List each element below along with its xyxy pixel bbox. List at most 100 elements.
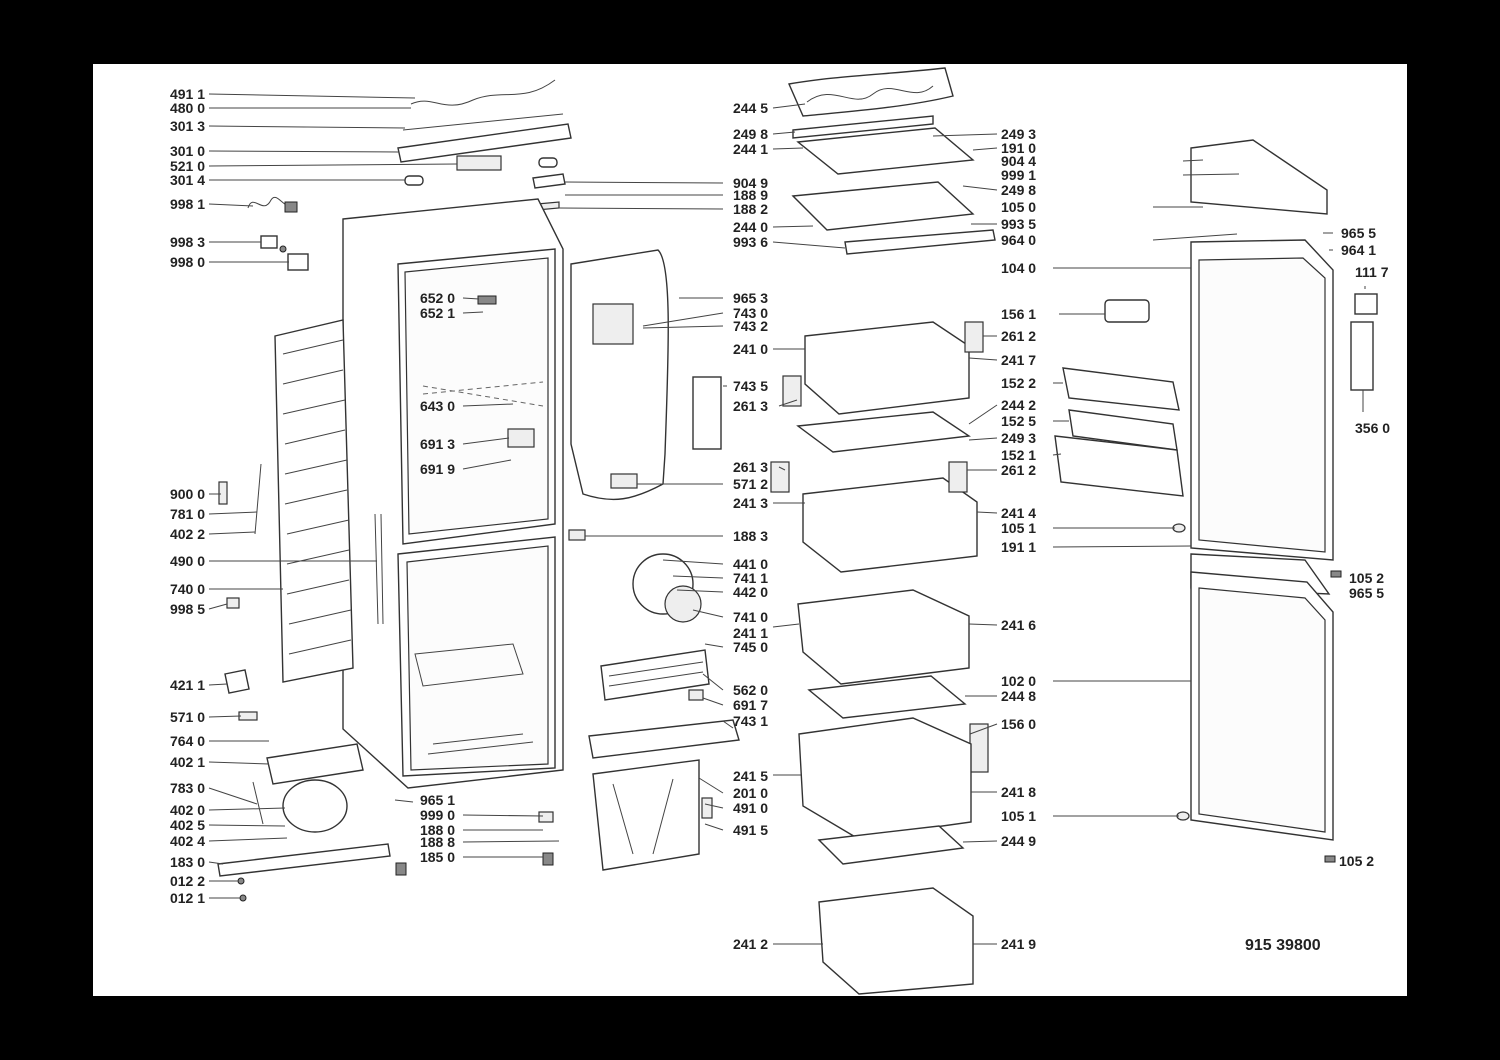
- part-number-label: 998 3: [170, 234, 205, 250]
- part-number-label: 185 0: [420, 849, 455, 865]
- part-number-label: 244 2: [1001, 397, 1036, 413]
- part-number-label: 105 2: [1349, 570, 1384, 586]
- door-bin-part: [1062, 367, 1180, 411]
- glass-shelf-part: [796, 127, 975, 175]
- part-number-label: 244 9: [1001, 833, 1036, 849]
- part-number-label: 102 0: [1001, 673, 1036, 689]
- part-number-label: 152 1: [1001, 447, 1036, 463]
- parts-artwork: [217, 67, 1378, 995]
- part-number-label: 188 3: [733, 528, 768, 544]
- crisper-cover-part: [796, 411, 971, 453]
- wine-rack-curves: [806, 85, 934, 103]
- bottom-cover-ribs: [612, 778, 674, 855]
- part-number-label: 188 8: [420, 834, 455, 850]
- part-number-label: 241 0: [733, 341, 768, 357]
- compressor-part: [282, 779, 348, 833]
- part-number-label: 105 1: [1001, 520, 1036, 536]
- part-number-label: 743 0: [733, 305, 768, 321]
- part-number-label: 781 0: [170, 506, 205, 522]
- part-number-label: 643 0: [420, 398, 455, 414]
- part-number-label: 490 0: [170, 553, 205, 569]
- top-hinge-cover-part: [397, 123, 572, 163]
- door-handle-part: [1350, 321, 1374, 391]
- fan-part: [664, 585, 702, 623]
- drawer-rail-part: [969, 723, 989, 773]
- freezer-glass-part-2: [817, 825, 965, 865]
- capillary-part: [254, 463, 262, 535]
- glass-shelf-part-2: [791, 181, 975, 231]
- air-duct-panel-part: [570, 249, 669, 501]
- relay-part: [224, 669, 250, 694]
- part-number-label: 402 2: [170, 526, 205, 542]
- cap-plug-part: [226, 597, 240, 609]
- part-number-label: 783 0: [170, 780, 205, 796]
- part-number-label: 900 0: [170, 486, 205, 502]
- part-number-label: 152 5: [1001, 413, 1036, 429]
- part-number-label: 241 9: [1001, 936, 1036, 952]
- fridge-liner-part: [404, 257, 549, 535]
- freezer-drawer-part: [797, 589, 970, 685]
- part-number-label: 201 0: [733, 785, 768, 801]
- drawer-slide-part-4: [948, 461, 968, 493]
- pipe-clip-part: [218, 481, 228, 505]
- part-number-label: 191 0: [1001, 140, 1036, 156]
- part-number-label: 691 9: [420, 461, 455, 477]
- part-number-label: 442 0: [733, 584, 768, 600]
- base-plate-part: [217, 843, 391, 877]
- drawer-part: [802, 477, 978, 573]
- part-number-label: 402 0: [170, 802, 205, 818]
- part-number-label: 402 1: [170, 754, 205, 770]
- clamp-part: [238, 711, 258, 721]
- part-number-label: 904 9: [733, 175, 768, 191]
- fridge-door-part: [1190, 239, 1334, 561]
- leader-lines: [208, 93, 1366, 945]
- freezer-door-gasket: [1198, 587, 1326, 833]
- part-number-label: 191 1: [1001, 539, 1036, 555]
- part-number-label: 521 0: [170, 158, 205, 174]
- part-number-label: 244 5: [733, 100, 768, 116]
- part-number-label: 249 8: [1001, 182, 1036, 198]
- part-number-label: 261 2: [1001, 328, 1036, 344]
- part-number-label: 743 2: [733, 318, 768, 334]
- part-number-label: 480 0: [170, 100, 205, 116]
- part-number-label: 244 1: [733, 141, 768, 157]
- part-number-label: 183 0: [170, 854, 205, 870]
- part-number-label: 741 0: [733, 609, 768, 625]
- cable-part: [410, 79, 556, 106]
- part-number-label: 964 0: [1001, 232, 1036, 248]
- top-door-trim-part: [1190, 139, 1328, 215]
- part-number-label: 241 4: [1001, 505, 1036, 521]
- bulb-holder-part: [260, 235, 278, 249]
- part-number-label: 491 0: [733, 800, 768, 816]
- foam-block-part: [692, 376, 722, 450]
- part-number-label: 301 4: [170, 172, 205, 188]
- foot-part: [395, 862, 407, 876]
- part-number-label: 743 5: [733, 378, 768, 394]
- part-number-label: 740 0: [170, 581, 205, 597]
- part-number-label: 965 5: [1349, 585, 1384, 601]
- part-number-label: 156 1: [1001, 306, 1036, 322]
- trim-strip-part: [402, 113, 564, 131]
- part-number-label: 993 6: [733, 234, 768, 250]
- part-number-label: 111 7: [1355, 264, 1389, 280]
- hinge-pin-part: [568, 529, 586, 541]
- lamp-part: [477, 295, 497, 305]
- part-number-label: 965 5: [1341, 225, 1376, 241]
- fridge-door-gasket: [1198, 257, 1326, 553]
- part-number-label: 241 2: [733, 936, 768, 952]
- part-number-label: 012 2: [170, 873, 205, 889]
- part-number-label: 188 2: [733, 201, 768, 217]
- part-number-label: 652 1: [420, 305, 455, 321]
- part-number-label: 012 1: [170, 890, 205, 906]
- part-number-label: 241 8: [1001, 784, 1036, 800]
- part-number-label: 691 7: [733, 697, 768, 713]
- freezer-drawer-part-2: [798, 717, 972, 839]
- part-number-label: 904 4: [1001, 153, 1036, 169]
- drawer-slide-part: [782, 375, 802, 407]
- shelf-trim-part: [792, 115, 934, 139]
- part-number-label: 188 0: [420, 822, 455, 838]
